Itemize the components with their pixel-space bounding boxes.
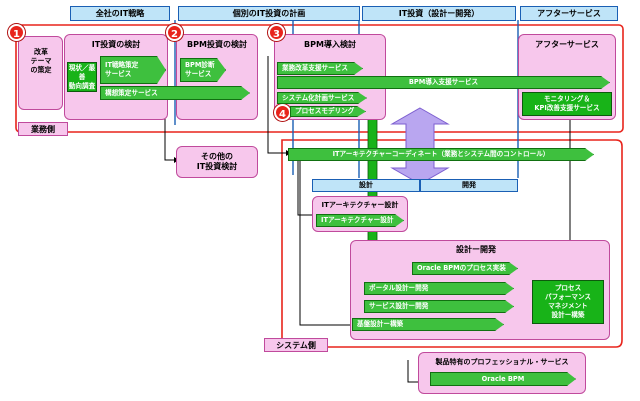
label-design: 設計 — [312, 179, 420, 192]
box-current-status-survey: 現状／最善 動向調査 — [67, 62, 97, 92]
label-it-architecture-design-title: ITアーキテクチャー設計 — [321, 201, 399, 209]
step-badge-3: 3 — [268, 24, 285, 41]
label-bpm-investment-review: BPM投資の検討 — [187, 40, 247, 49]
arrow-bpm-introduction-service: BPM導入支援サービス — [277, 76, 610, 89]
tag-system-side: システム側 — [264, 338, 328, 352]
arrow-it-strategy-service: IT戦略策定 サービス — [100, 56, 166, 84]
header-after-service: アフターサービス — [520, 6, 618, 21]
box-reform-theme — [18, 36, 63, 110]
label-reform-theme: 改革 テーマ の策定 — [30, 48, 52, 74]
label-it-investment-review: IT投資の検討 — [91, 40, 141, 49]
arrow-it-architecture-coordinate: ITアーキテクチャーコーディネート（業務とシステム間のコントロール） — [288, 148, 594, 161]
header-it-investment-dev: IT投資（設計ー開発） — [362, 6, 516, 21]
step-badge-4: 4 — [274, 104, 291, 121]
business-side-frame — [15, 24, 624, 133]
arrow-infrastructure-design: 基盤設計ー構築 — [352, 318, 504, 331]
label-after-service: アフターサービス — [535, 40, 599, 49]
tag-business-side: 業務側 — [18, 122, 68, 136]
arrow-bpm-diagnosis-service: BPM診断 サービス — [180, 58, 226, 82]
header-it-strategy: 全社のIT戦略 — [70, 6, 170, 21]
arrow-oracle-bpm-process: Oracle BPMのプロセス実装 — [412, 262, 518, 275]
step-badge-2: 2 — [166, 24, 183, 41]
step-badge-1: 1 — [8, 24, 25, 41]
box-process-performance-mgmt: プロセス パフォーマンス マネジメント 設計ー構築 — [532, 280, 604, 324]
arrow-system-planning-service: システム化計画サービス — [277, 92, 367, 104]
label-development: 開発 — [420, 179, 518, 192]
label-other-it-investment: その他の IT投資検討 — [196, 152, 238, 171]
arrow-service-design: サービス設計ー開発 — [364, 300, 514, 313]
header-it-investment-plan: 個別のIT投資の計画 — [178, 6, 360, 21]
system-side-frame — [281, 139, 623, 348]
arrow-process-modeling: プロセスモデリング — [290, 106, 366, 117]
box-other-it-investment — [176, 146, 258, 178]
label-product-professional-service: 製品特有のプロフェッショナル・サービス — [435, 358, 569, 366]
label-bpm-introduction-review: BPM導入検討 — [304, 40, 356, 49]
label-design-development: 設計ー開発 — [456, 245, 496, 254]
arrow-it-architecture-design: ITアーキテクチャー設計 — [316, 214, 404, 227]
arrow-business-reform-service: 業務改革支援サービス — [277, 62, 363, 75]
arrow-portal-design: ポータル設計ー開発 — [364, 282, 514, 295]
arrow-concept-service: 構想策定サービス — [100, 86, 250, 100]
box-monitoring-kpi-service: モニタリング＆ KPI改善支援サービス — [522, 92, 612, 116]
business-system-double-arrow — [390, 107, 450, 185]
arrow-oracle-bpm: Oracle BPM — [430, 372, 576, 386]
